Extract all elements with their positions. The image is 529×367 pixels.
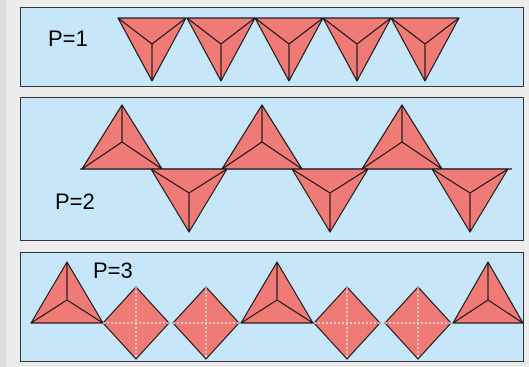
p3-tetrahedron-1-edge xyxy=(30,299,68,324)
panel-label-p3: P=3 xyxy=(93,258,133,283)
p2-tetrahedron-up-2-edge xyxy=(221,141,263,170)
panel-label-p2: P=2 xyxy=(55,189,95,214)
p1-tetrahedron-3-edge xyxy=(288,17,324,45)
p2-tetrahedron-down-1-edge xyxy=(188,168,228,194)
p1-tetrahedron-1-edge xyxy=(151,17,187,45)
p3-tetrahedron-2-edge xyxy=(240,299,278,324)
p1-tetrahedron-1-edge xyxy=(117,17,153,45)
p1-tetrahedron-5-edge xyxy=(390,17,426,45)
panel-label-p1: P=1 xyxy=(48,26,88,51)
p2-tetrahedron-up-1-edge xyxy=(121,141,163,170)
p2-tetrahedron-down-2-edge xyxy=(329,168,369,194)
p2-tetrahedron-down-1-edge xyxy=(150,168,190,194)
p3-tetrahedron-3-edge xyxy=(487,299,524,324)
p1-tetrahedron-4-edge xyxy=(322,17,358,45)
p2-tetrahedron-up-1-edge xyxy=(81,141,123,170)
p2-tetrahedron-up-3-edge xyxy=(401,141,443,170)
p3-tetrahedron-3-edge xyxy=(452,299,489,324)
p2-tetrahedron-down-2-edge xyxy=(291,168,331,194)
p3-tetrahedron-2-edge xyxy=(276,299,314,324)
p2-tetrahedron-down-3-edge xyxy=(431,168,471,194)
p1-tetrahedron-3-edge xyxy=(254,17,290,45)
p2-tetrahedron-up-2-edge xyxy=(261,141,303,170)
p1-tetrahedron-5-edge xyxy=(424,17,460,45)
p1-tetrahedron-2-edge xyxy=(186,17,222,45)
p2-tetrahedron-down-3-edge xyxy=(469,168,509,194)
p2-tetrahedron-up-3-edge xyxy=(361,141,403,170)
p1-tetrahedron-2-edge xyxy=(220,17,256,45)
p1-tetrahedron-4-edge xyxy=(356,17,392,45)
p3-tetrahedron-1-edge xyxy=(66,299,104,324)
